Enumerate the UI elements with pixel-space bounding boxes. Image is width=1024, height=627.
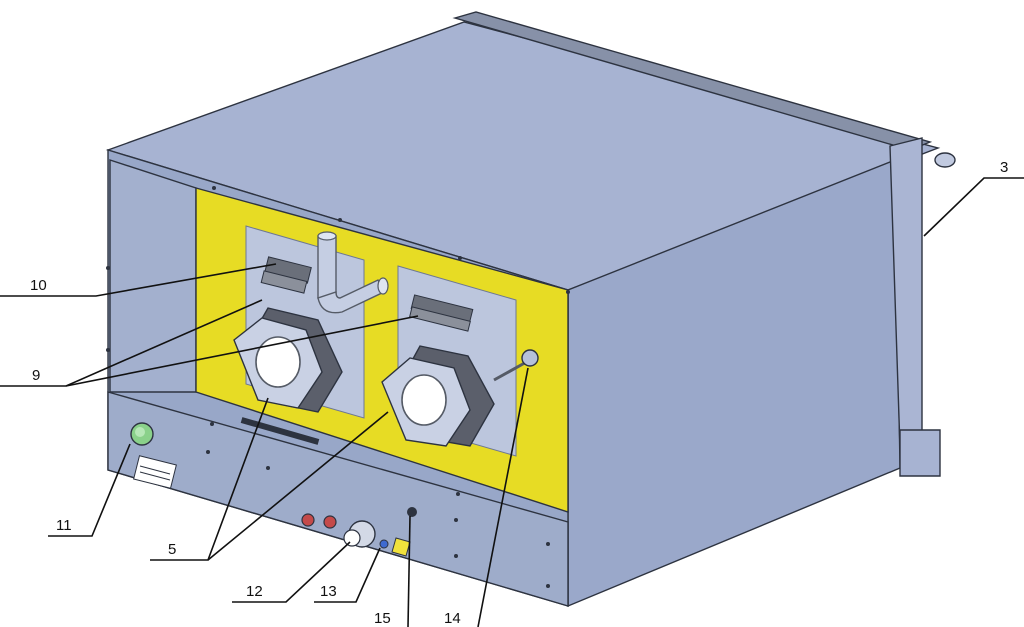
connector-strip-left — [260, 256, 312, 294]
green-button — [130, 422, 154, 446]
hinge-pin-icon — [934, 152, 956, 168]
nameplate-icon — [133, 455, 177, 489]
callout-label-12: 12 — [246, 583, 263, 600]
pump-right-bore — [401, 374, 447, 426]
connector-strip-right — [409, 294, 474, 332]
hinge-rail — [452, 11, 933, 151]
pipe-top-opening — [317, 231, 337, 241]
callout-label-11: 11 — [56, 517, 72, 534]
pipe-elbow — [317, 231, 389, 314]
socket-15 — [407, 507, 417, 517]
callout-label-15: 15 — [374, 610, 391, 627]
pipe-bend — [317, 279, 385, 314]
callout-label-10: 10 — [30, 277, 47, 294]
side-fitting — [493, 349, 539, 382]
screw-icon — [379, 539, 389, 549]
callout-label-14: 14 — [444, 610, 461, 627]
hinge-rail-foot — [899, 429, 941, 477]
front-screws — [106, 186, 570, 588]
housing-left-recess — [109, 159, 197, 393]
leader-lines — [0, 177, 1024, 627]
callout-label-5: 5 — [168, 541, 176, 558]
lower-connectors — [301, 513, 337, 529]
pump-right — [381, 345, 495, 447]
pipe-vertical — [317, 235, 337, 299]
warning-icon — [391, 537, 411, 557]
panel-slot — [240, 417, 320, 445]
callout-label-9: 9 — [32, 367, 40, 384]
pipe-outlet — [377, 277, 389, 295]
callout-label-3: 3 — [1000, 159, 1008, 176]
callout-label-13: 13 — [320, 583, 337, 600]
lower-front-plate — [107, 391, 569, 607]
pump-left-bore — [255, 336, 301, 388]
callout-labels: 3 10 9 11 5 12 13 15 14 — [30, 159, 1008, 627]
gland-icon — [343, 520, 376, 548]
pump-left — [233, 307, 343, 413]
